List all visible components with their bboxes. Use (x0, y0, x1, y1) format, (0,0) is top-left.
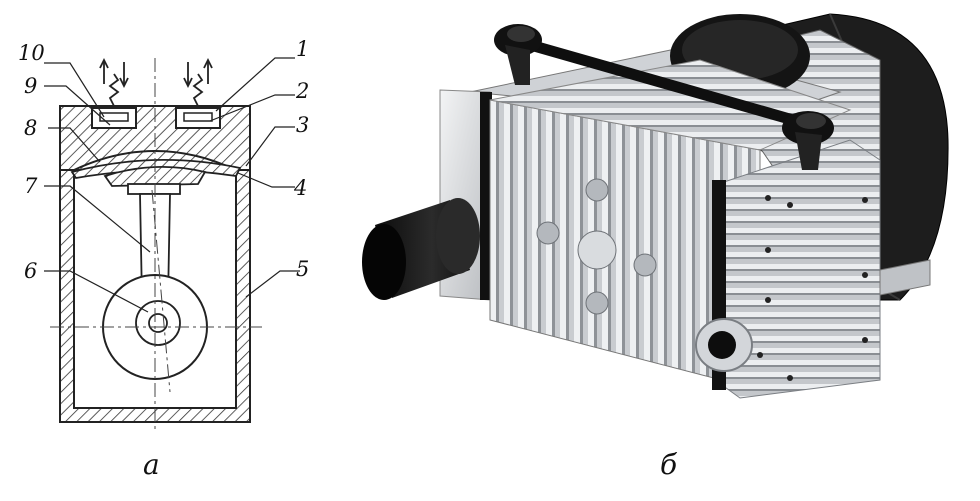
vacuum-pump-illustration: б (362, 13, 949, 481)
outlet-port (695, 318, 753, 372)
label-7: 7 (24, 174, 38, 198)
caption-b: б (660, 448, 678, 481)
label-6: 6 (24, 259, 37, 283)
label-1: 1 (296, 37, 309, 61)
label-4: 4 (293, 176, 307, 200)
label-10: 10 (18, 41, 45, 65)
carry-handle (494, 24, 834, 170)
center-plug (577, 230, 617, 270)
label-2: 2 (295, 79, 309, 103)
caption-a: а (143, 448, 160, 481)
label-5: 5 (296, 257, 309, 281)
label-8: 8 (24, 116, 37, 140)
label-9: 9 (24, 74, 37, 98)
inlet-cap (362, 198, 480, 300)
gas-flow-arrows (99, 57, 213, 107)
compressor-section-drawing: 10 9 8 7 6 1 2 3 4 5 а (18, 37, 309, 481)
label-3: 3 (296, 113, 309, 137)
